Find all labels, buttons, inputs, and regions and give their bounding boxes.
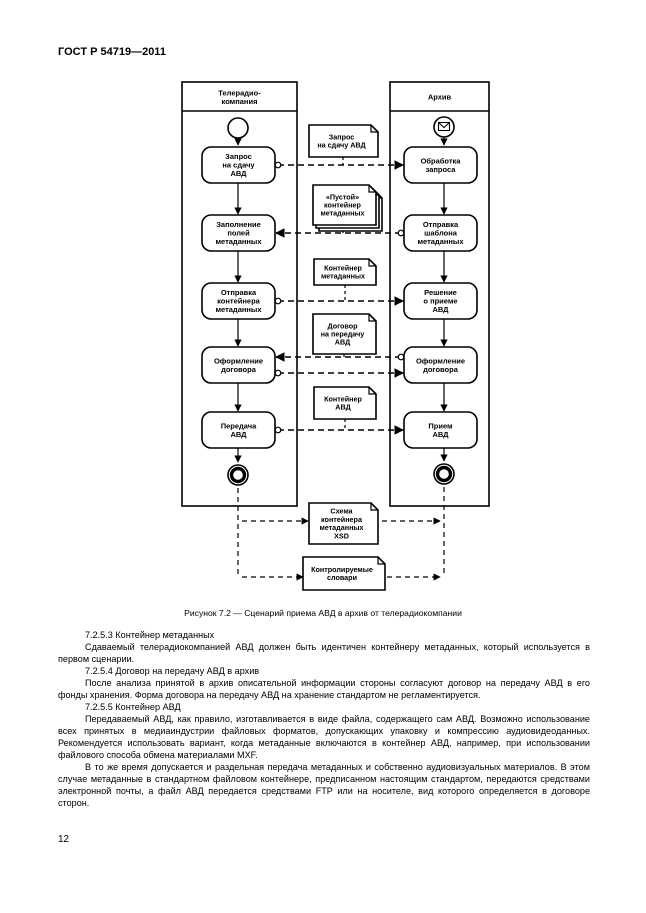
body-text: 7.2.5.3 Контейнер метаданных Сдаваемый т… — [58, 629, 590, 809]
action-label: Обработка — [421, 156, 462, 165]
document-label: контейнера — [321, 515, 363, 524]
action-label: АВД — [432, 430, 449, 439]
paragraph: В то же время допускается и раздельная п… — [58, 762, 590, 808]
action-label: Передача — [221, 421, 257, 430]
action-label: метаданных — [215, 237, 262, 246]
action-label: запроса — [426, 165, 457, 174]
document-label: метаданных — [319, 523, 363, 532]
paragraph: После анализа принятой в архив описатель… — [58, 678, 590, 700]
end-node-right — [433, 463, 455, 485]
action-label: Запрос — [225, 152, 252, 161]
lane-right — [389, 81, 490, 507]
pin — [397, 353, 405, 361]
paragraph: Сдаваемый телерадиокомпанией АВД должен … — [58, 642, 590, 664]
document-label: XSD — [334, 531, 349, 540]
document-label: на передачу — [321, 330, 365, 339]
action-label: на сдачу — [222, 161, 255, 170]
section-heading-7254: 7.2.5.4 Договор на передачу АВД в архив — [85, 666, 260, 676]
document-label: метаданных — [321, 272, 365, 281]
action-label: АВД — [432, 305, 449, 314]
action-label: АВД — [230, 169, 247, 178]
pin — [274, 161, 282, 169]
standard-header: ГОСТ Р 54719—2011 — [58, 46, 166, 58]
lane-left-title: Телерадио-компания — [218, 88, 261, 106]
action-label: о приеме — [423, 297, 457, 306]
paragraph: Передаваемый АВД, как правило, изготавли… — [58, 714, 590, 760]
document-label: словари — [327, 573, 357, 582]
document-label: Запрос — [329, 132, 355, 141]
flows-layer — [234, 137, 448, 463]
document-label: Договор — [328, 321, 359, 330]
lane-right-title: Архив — [428, 93, 452, 102]
section-heading-7253: 7.2.5.3 Контейнер метаданных — [85, 630, 215, 640]
document-label: АВД — [335, 403, 350, 412]
action-label: шаблона — [424, 229, 458, 238]
document-label: контейнер — [324, 201, 362, 210]
action-label: АВД — [230, 430, 247, 439]
action-label: Оформление — [214, 356, 263, 365]
action-label: метаданных — [417, 237, 464, 246]
document-label: метаданных — [320, 209, 364, 218]
lane-title-line: Архив — [428, 93, 452, 102]
action-label: Заполнение — [216, 220, 261, 229]
document-label: Схема — [330, 507, 353, 516]
action-label: договора — [221, 365, 257, 374]
envelope-icon — [437, 121, 451, 132]
pin — [274, 426, 282, 434]
pin — [397, 229, 405, 237]
bottom-links — [237, 487, 445, 581]
start-node-left — [227, 117, 249, 139]
pin — [274, 297, 282, 305]
action-label: Оформление — [416, 356, 465, 365]
end-node-left — [227, 464, 249, 486]
document-label: на сдачу АВД — [317, 141, 365, 150]
section-heading-7255: 7.2.5.5 Контейнер АВД — [85, 702, 181, 712]
page-number: 12 — [58, 834, 70, 845]
lane-left — [181, 81, 298, 507]
action-label: Прием — [428, 421, 453, 430]
document-label: «Пустой» — [326, 192, 359, 201]
lane-title-line: компания — [222, 97, 258, 106]
action-label: Решение — [424, 288, 457, 297]
document-label: Контейнер — [324, 263, 362, 272]
lane-title-line: Телерадио- — [218, 88, 261, 97]
action-label: Отправка — [423, 220, 459, 229]
document-label: Контролируемые — [311, 565, 373, 574]
action-label: метаданных — [215, 305, 262, 314]
action-label: полей — [227, 229, 250, 238]
pin — [274, 369, 282, 377]
action-label: контейнера — [217, 297, 261, 306]
action-label: Отправка — [221, 288, 257, 297]
action-label: договора — [423, 365, 459, 374]
document-label: АВД — [335, 338, 350, 347]
document-label: Контейнер — [324, 394, 362, 403]
figure-caption: Рисунок 7.2 — Сценарий приема АВД в архи… — [184, 608, 462, 618]
